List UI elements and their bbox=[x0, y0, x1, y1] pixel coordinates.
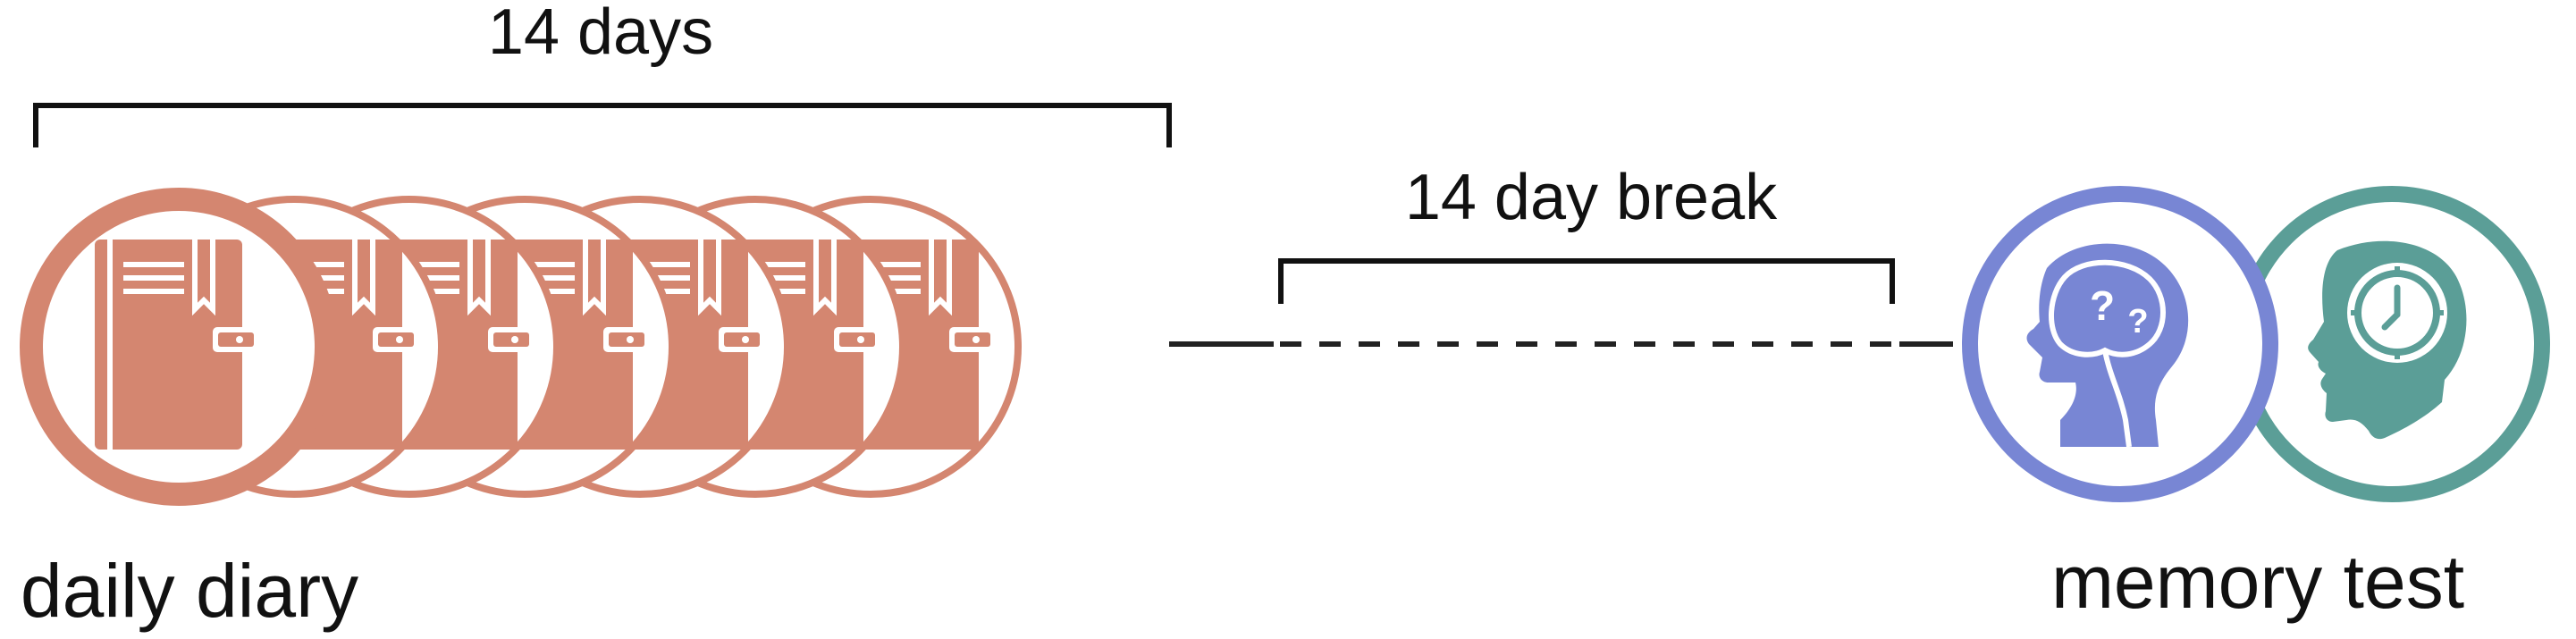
diary-entry bbox=[20, 188, 338, 506]
daily-diary-caption: daily diary bbox=[21, 549, 358, 633]
break-bracket-label: 14 day break bbox=[1405, 162, 1778, 233]
break-bracket-line bbox=[1278, 258, 1895, 304]
break-bracket: 14 day break bbox=[1278, 162, 1895, 304]
svg-text:?: ? bbox=[2090, 282, 2115, 329]
brain-question-icon: ? ? bbox=[1962, 186, 2278, 502]
book-icon bbox=[95, 240, 259, 450]
memory-test-caption: memory test bbox=[2051, 540, 2464, 624]
memory-test-icons: ? ? bbox=[1962, 186, 2550, 502]
days-bracket: 14 days bbox=[33, 0, 1172, 147]
days-bracket-label: 14 days bbox=[488, 0, 713, 68]
head-clock-icon bbox=[2234, 186, 2550, 502]
days-bracket-line bbox=[33, 103, 1172, 147]
daily-diary-stack bbox=[20, 188, 1022, 506]
svg-text:?: ? bbox=[2127, 303, 2148, 341]
